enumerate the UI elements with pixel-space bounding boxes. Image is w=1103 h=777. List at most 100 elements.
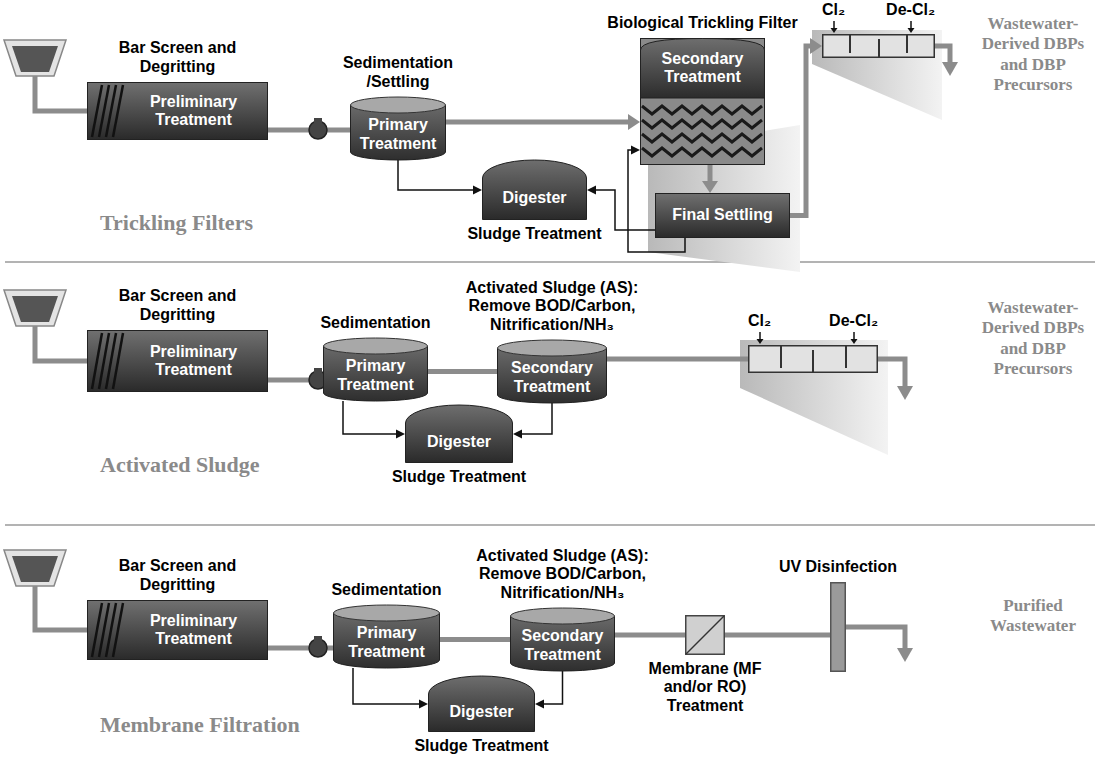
digester-tank: DigesterSludge Treatment xyxy=(482,160,587,220)
drawing-part xyxy=(910,21,912,29)
node-outline xyxy=(830,582,846,672)
drawing-part xyxy=(780,345,782,368)
drawing-part xyxy=(849,34,851,53)
connector-line xyxy=(615,633,685,638)
connector-line xyxy=(446,120,630,125)
clarifier-tank: Activated Sludge (AS): Remove BOD/Carbon… xyxy=(510,608,615,671)
drawing-part xyxy=(897,386,913,400)
drawing-part xyxy=(833,21,835,29)
drawing-part xyxy=(35,326,87,361)
drawing-part xyxy=(483,160,587,220)
flow-connector xyxy=(535,671,563,709)
node-outline xyxy=(748,345,878,373)
drawing-part xyxy=(88,331,268,392)
settling-box: Final Settling xyxy=(655,193,790,238)
text-area: Digester xyxy=(409,423,509,461)
inlet-funnel xyxy=(4,40,87,111)
node-heading: UV Disinfection xyxy=(758,558,918,576)
node-caption: Sludge Treatment xyxy=(402,737,562,755)
drawing-part xyxy=(686,616,725,655)
node-heading: Sedimentation xyxy=(301,314,451,332)
text-area: Final Settling xyxy=(659,193,786,238)
drawing-part xyxy=(642,120,762,128)
node-heading: Biological Trickling Filter xyxy=(583,14,823,32)
dose-label: De-Cl₂ xyxy=(886,1,935,19)
node-caption: Sludge Treatment xyxy=(455,225,615,243)
shaded-wedge xyxy=(812,30,942,120)
drawing-part xyxy=(642,148,762,156)
node-label: Secondary Treatment xyxy=(503,359,601,396)
arrowhead xyxy=(631,146,640,155)
output-label: Purified Wastewater xyxy=(968,596,1098,637)
pump-symbol xyxy=(309,118,327,139)
text-area: Primary Treatment xyxy=(353,113,443,156)
dose-label: De-Cl₂ xyxy=(829,312,878,330)
node-label: Primary Treatment xyxy=(339,624,434,661)
drawing-part xyxy=(12,296,58,322)
chlorination-basin: Cl₂De-Cl₂ xyxy=(822,34,935,58)
drawing-part xyxy=(35,76,87,111)
node-label: Preliminary Treatment xyxy=(126,93,261,130)
drawing-part xyxy=(314,118,322,123)
connector-line xyxy=(607,357,748,362)
drawing-part xyxy=(935,46,950,64)
drawing-part xyxy=(851,339,858,344)
output-label: Wastewater-Derived DBPs and DBP Precurso… xyxy=(968,298,1098,380)
text-area: Secondary Treatment xyxy=(513,624,612,667)
connector-line xyxy=(398,160,475,190)
drawing-part xyxy=(314,636,322,641)
flow-connector xyxy=(440,639,510,640)
flow-connector xyxy=(790,38,822,216)
node-label: Primary Treatment xyxy=(356,116,440,153)
trickling-filter-tower: Biological Trickling FilterSecondary Tre… xyxy=(640,38,765,165)
connector-line xyxy=(708,165,713,183)
drawing-part xyxy=(757,339,764,344)
node-heading: Bar Screen and Degritting xyxy=(83,287,273,324)
text-area: Preliminary Treatment xyxy=(123,330,264,392)
node-label: Digester xyxy=(502,189,566,207)
flow-connector xyxy=(428,371,497,372)
preliminary-box: Bar Screen and DegrittingPreliminary Tre… xyxy=(87,600,268,660)
drawing-part xyxy=(309,121,327,139)
drawing-part xyxy=(429,676,535,732)
chlorination-basin: Cl₂De-Cl₂ xyxy=(748,345,878,373)
drawing-part xyxy=(642,106,762,114)
node-label: Preliminary Treatment xyxy=(126,343,261,380)
node-caption: Membrane (MF and/or RO) Treatment xyxy=(630,660,780,715)
outlet-arrow xyxy=(878,359,913,400)
drawing-part xyxy=(4,40,66,76)
drawing-part xyxy=(831,28,838,33)
flow-connector xyxy=(702,165,718,193)
digester-tank: DigesterSludge Treatment xyxy=(405,405,513,463)
node-caption: Sludge Treatment xyxy=(379,468,539,486)
drawing-part xyxy=(878,359,905,388)
separator-line xyxy=(5,261,1095,263)
clarifier-tank: Sedimentation /SettlingPrimary Treatment xyxy=(350,97,446,160)
inlet-funnel xyxy=(4,550,87,630)
node-outline xyxy=(822,34,935,58)
drawing-part xyxy=(656,194,790,238)
dose-label: Cl₂ xyxy=(748,312,771,330)
drawing-part xyxy=(12,556,58,582)
drawing-part xyxy=(831,583,846,672)
flow-connector xyxy=(513,403,552,439)
flow-connector xyxy=(607,359,748,360)
drawing-part xyxy=(759,332,761,340)
drawing-part xyxy=(406,405,513,463)
uv-unit: UV Disinfection xyxy=(830,582,846,672)
arrowhead xyxy=(810,38,822,54)
connector-line xyxy=(790,46,812,216)
text-area: Digester xyxy=(432,694,531,730)
drawing-part xyxy=(4,290,66,326)
node-heading: Activated Sludge (AS): Remove BOD/Carbon… xyxy=(470,547,655,602)
connector-line xyxy=(520,403,552,434)
arrowhead xyxy=(587,186,596,195)
flow-connector xyxy=(343,401,405,439)
drawing-part xyxy=(314,368,322,373)
drawing-part xyxy=(897,648,913,662)
connector-line xyxy=(343,401,398,434)
dose-label: Cl₂ xyxy=(822,1,845,19)
text-area: Preliminary Treatment xyxy=(123,82,264,140)
node-label: Preliminary Treatment xyxy=(126,612,261,649)
drawing-part xyxy=(88,83,268,140)
